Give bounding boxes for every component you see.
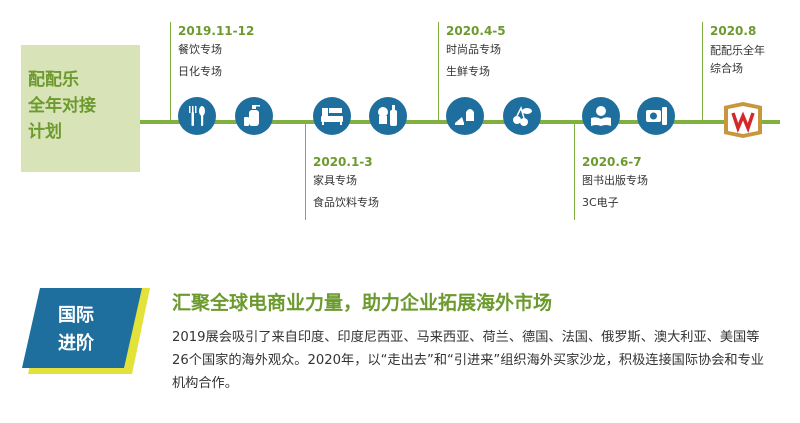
phase-item: 食品饮料专场 xyxy=(313,196,379,209)
fashion-icon xyxy=(446,97,484,135)
phase-date: 2020.6-7 xyxy=(582,155,642,169)
phase-item: 时尚品专场 xyxy=(446,43,501,56)
phase-date: 2020.8 xyxy=(710,24,757,38)
fresh-produce-icon xyxy=(503,97,541,135)
intl-badge xyxy=(22,288,150,374)
intl-body: 2019展会吸引了来自印度、印度尼西亚、马来西亚、荷兰、德国、法国、俄罗斯、澳大… xyxy=(172,330,764,391)
phase-item: 生鲜专场 xyxy=(446,65,490,78)
phase-2-connector xyxy=(305,124,306,220)
plan-title: 配配乐 全年对接 计划 xyxy=(28,70,96,142)
phase-1-connector xyxy=(170,22,171,120)
phase-date: 2020.1-3 xyxy=(313,155,373,169)
intl-headline: 汇聚全球电商业力量，助力企业拓展海外市场 xyxy=(172,292,553,314)
phase-item: 图书出版专场 xyxy=(582,174,648,187)
electronics-icon xyxy=(637,97,675,135)
phase-date: 2019.11-12 xyxy=(178,24,255,38)
phase-item: 配配乐全年 xyxy=(710,44,765,57)
phase-item: 餐饮专场 xyxy=(178,43,222,56)
furniture-icon xyxy=(313,97,351,135)
phase-3: 2020.4-5 时尚品专场 生鲜专场 xyxy=(446,23,506,83)
books-icon xyxy=(582,97,620,135)
phase-item: 日化专场 xyxy=(178,65,222,78)
cosmetics-icon xyxy=(235,97,273,135)
plan-box xyxy=(21,45,140,172)
phase-5-connector xyxy=(702,22,703,120)
utensils-icon xyxy=(178,97,216,135)
phase-date: 2020.4-5 xyxy=(446,24,506,38)
phase-4: 2020.6-7 图书出版专场 3C电子 xyxy=(582,154,648,214)
phase-item: 综合场 xyxy=(710,62,743,75)
phase-2: 2020.1-3 家具专场 食品饮料专场 xyxy=(313,154,379,214)
phase-1: 2019.11-12 餐饮专场 日化专场 xyxy=(178,23,254,83)
food-drink-icon xyxy=(369,97,407,135)
phase-5: 2020.8 配配乐全年 综合场 xyxy=(710,23,765,78)
phase-item: 3C电子 xyxy=(582,196,619,209)
phase-3-connector xyxy=(438,22,439,120)
phase-4-connector xyxy=(574,124,575,220)
intl-badge-label: 国际 进阶 xyxy=(58,305,94,354)
logo-icon xyxy=(724,102,762,138)
phase-item: 家具专场 xyxy=(313,174,357,187)
